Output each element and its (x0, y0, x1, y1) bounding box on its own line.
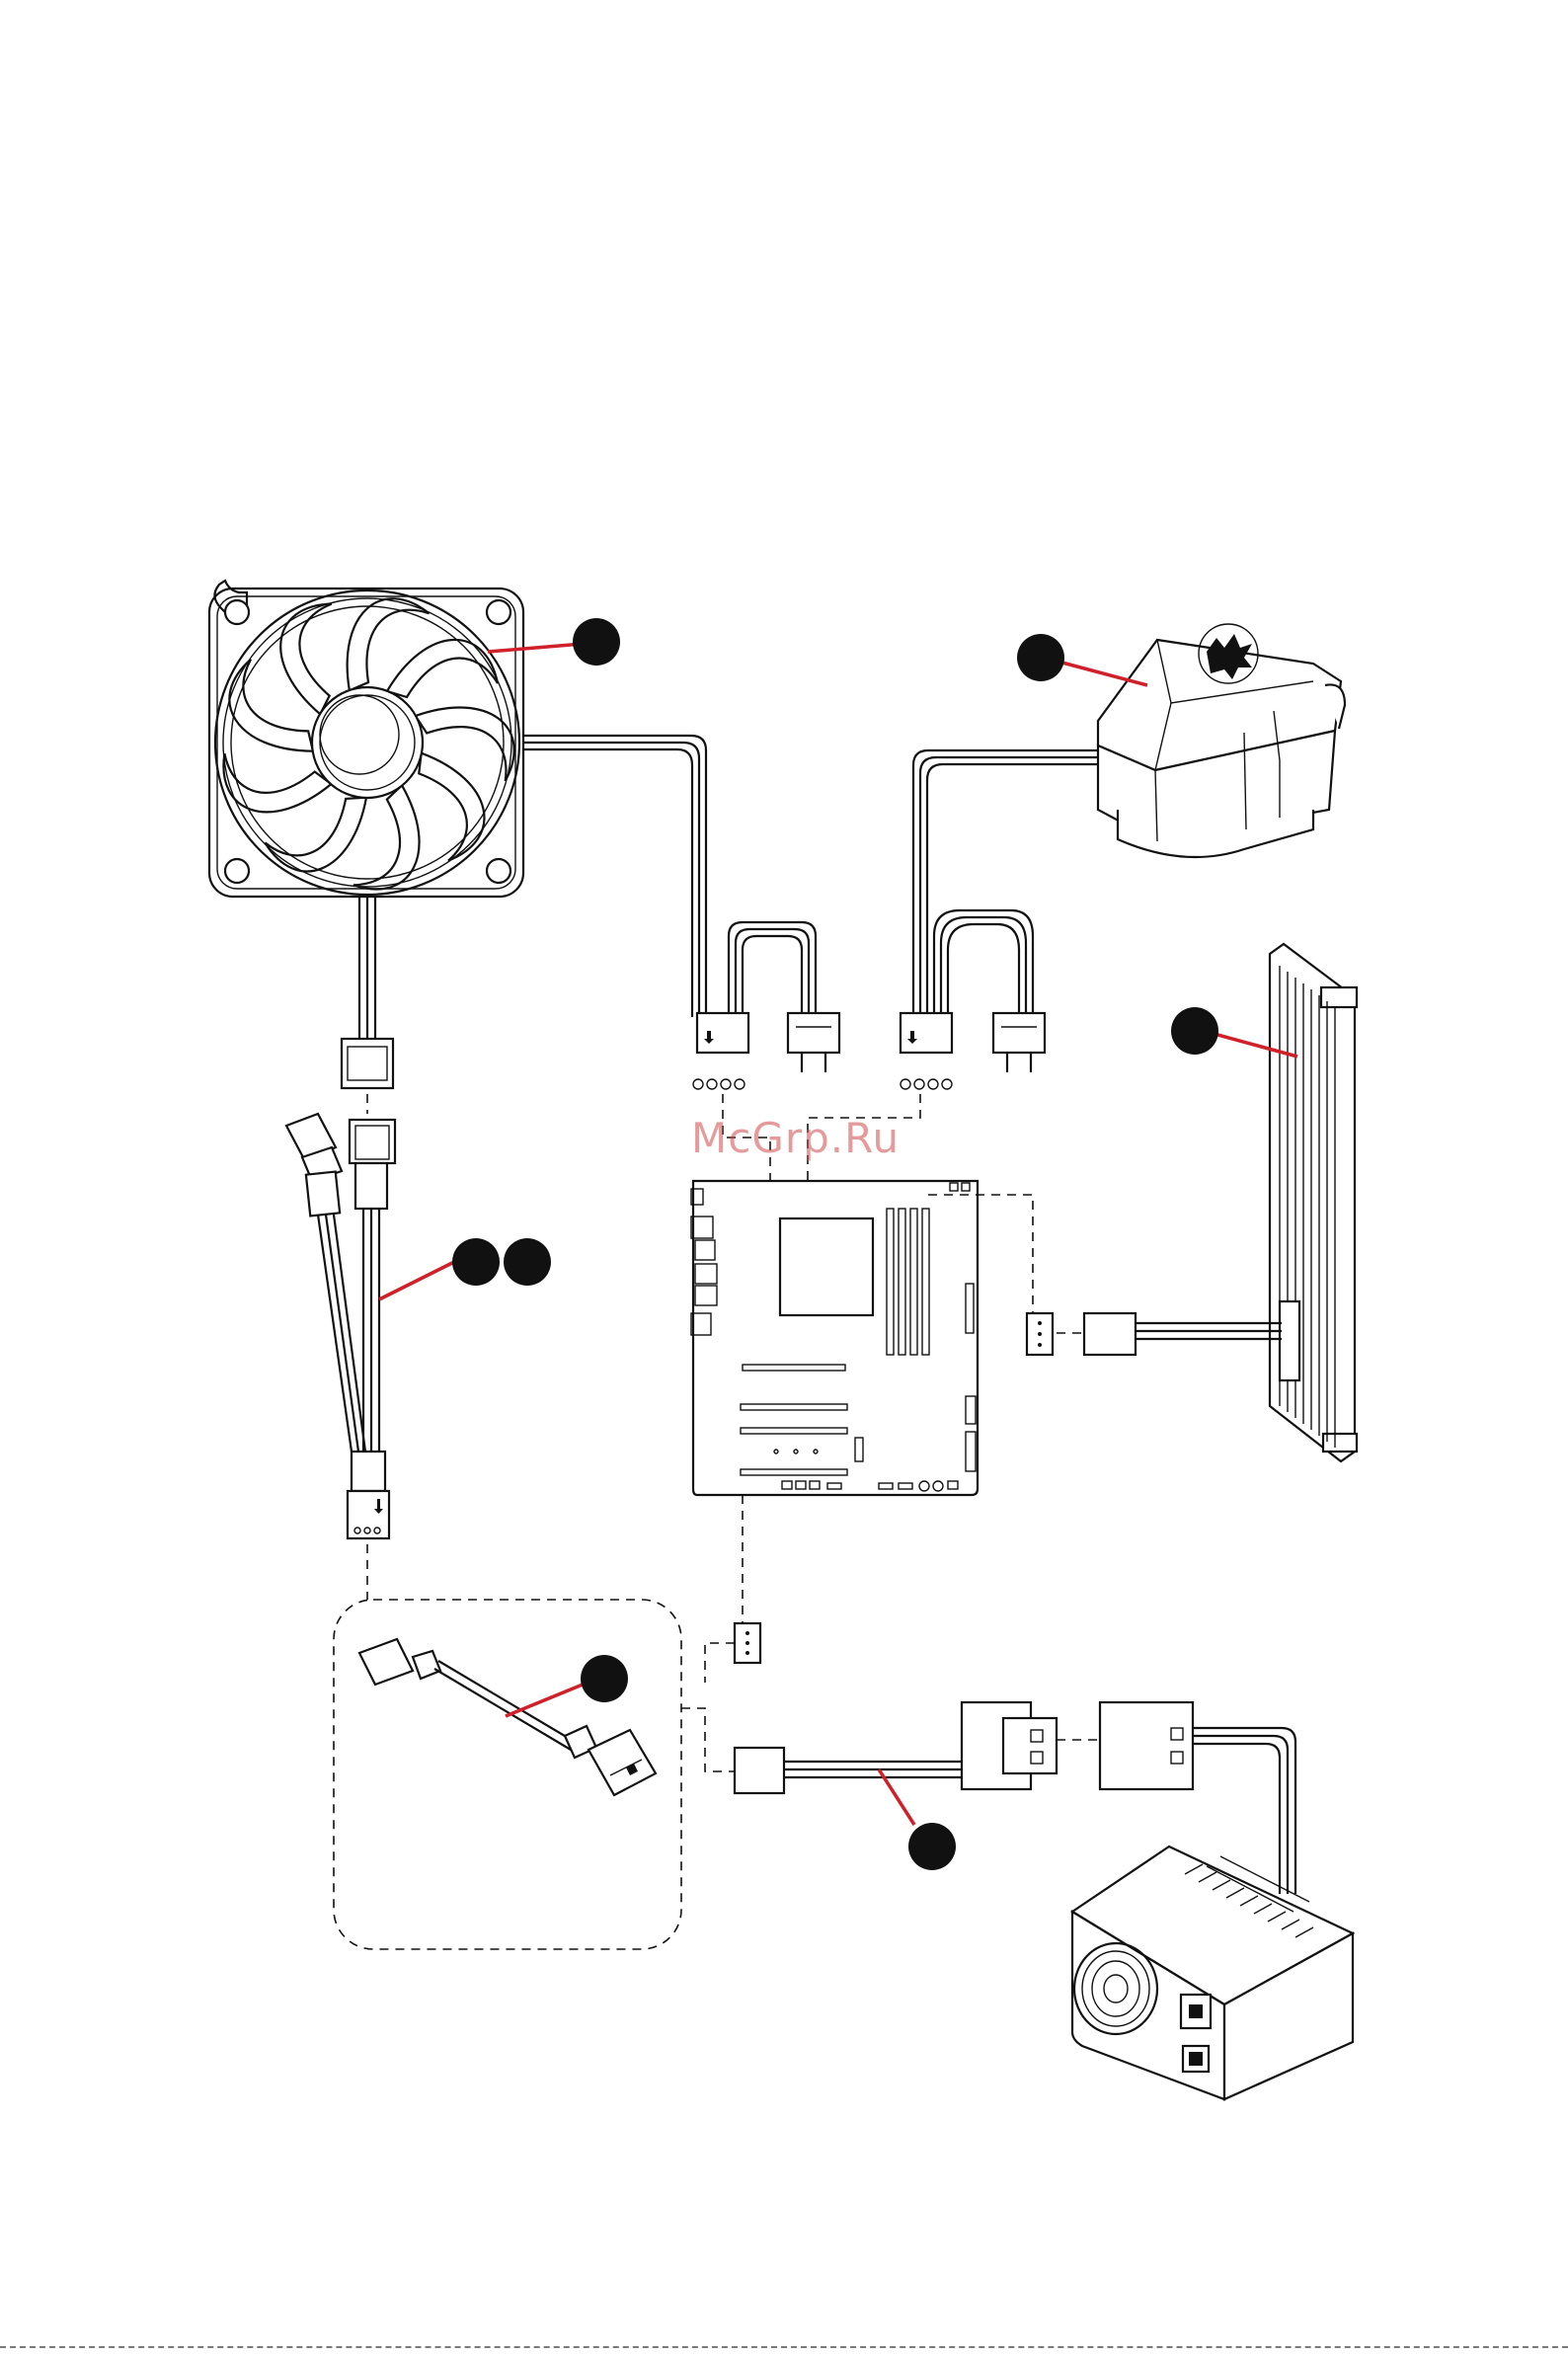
watermark-text: McGrp.Ru (691, 1114, 900, 1162)
callout-badge-ycable-1 (452, 1238, 500, 1286)
callout-badge-molex (908, 1823, 956, 1870)
callout-badge-fan (573, 618, 620, 666)
motherboard-icon (691, 1181, 1033, 1629)
psu-icon (1072, 1846, 1353, 2099)
page-bottom-rule (0, 2346, 1568, 2348)
argb-header-right (901, 1079, 952, 1089)
fan-power-cable (342, 897, 393, 1114)
sys-fan-header (705, 1623, 760, 1683)
pump-block-icon (808, 624, 1345, 1183)
pump-fan-header (1027, 1313, 1053, 1355)
argb-header-left (693, 1079, 745, 1089)
callout-badge-ycable-2 (504, 1238, 551, 1286)
callout-badge-adapter (581, 1655, 628, 1702)
callout-badge-pump (1017, 634, 1064, 681)
callout-badge-radiator (1171, 1007, 1218, 1055)
y-cable-icon (286, 1114, 395, 1600)
adapter-cable-icon (334, 1600, 681, 1949)
fan-icon (209, 580, 533, 906)
